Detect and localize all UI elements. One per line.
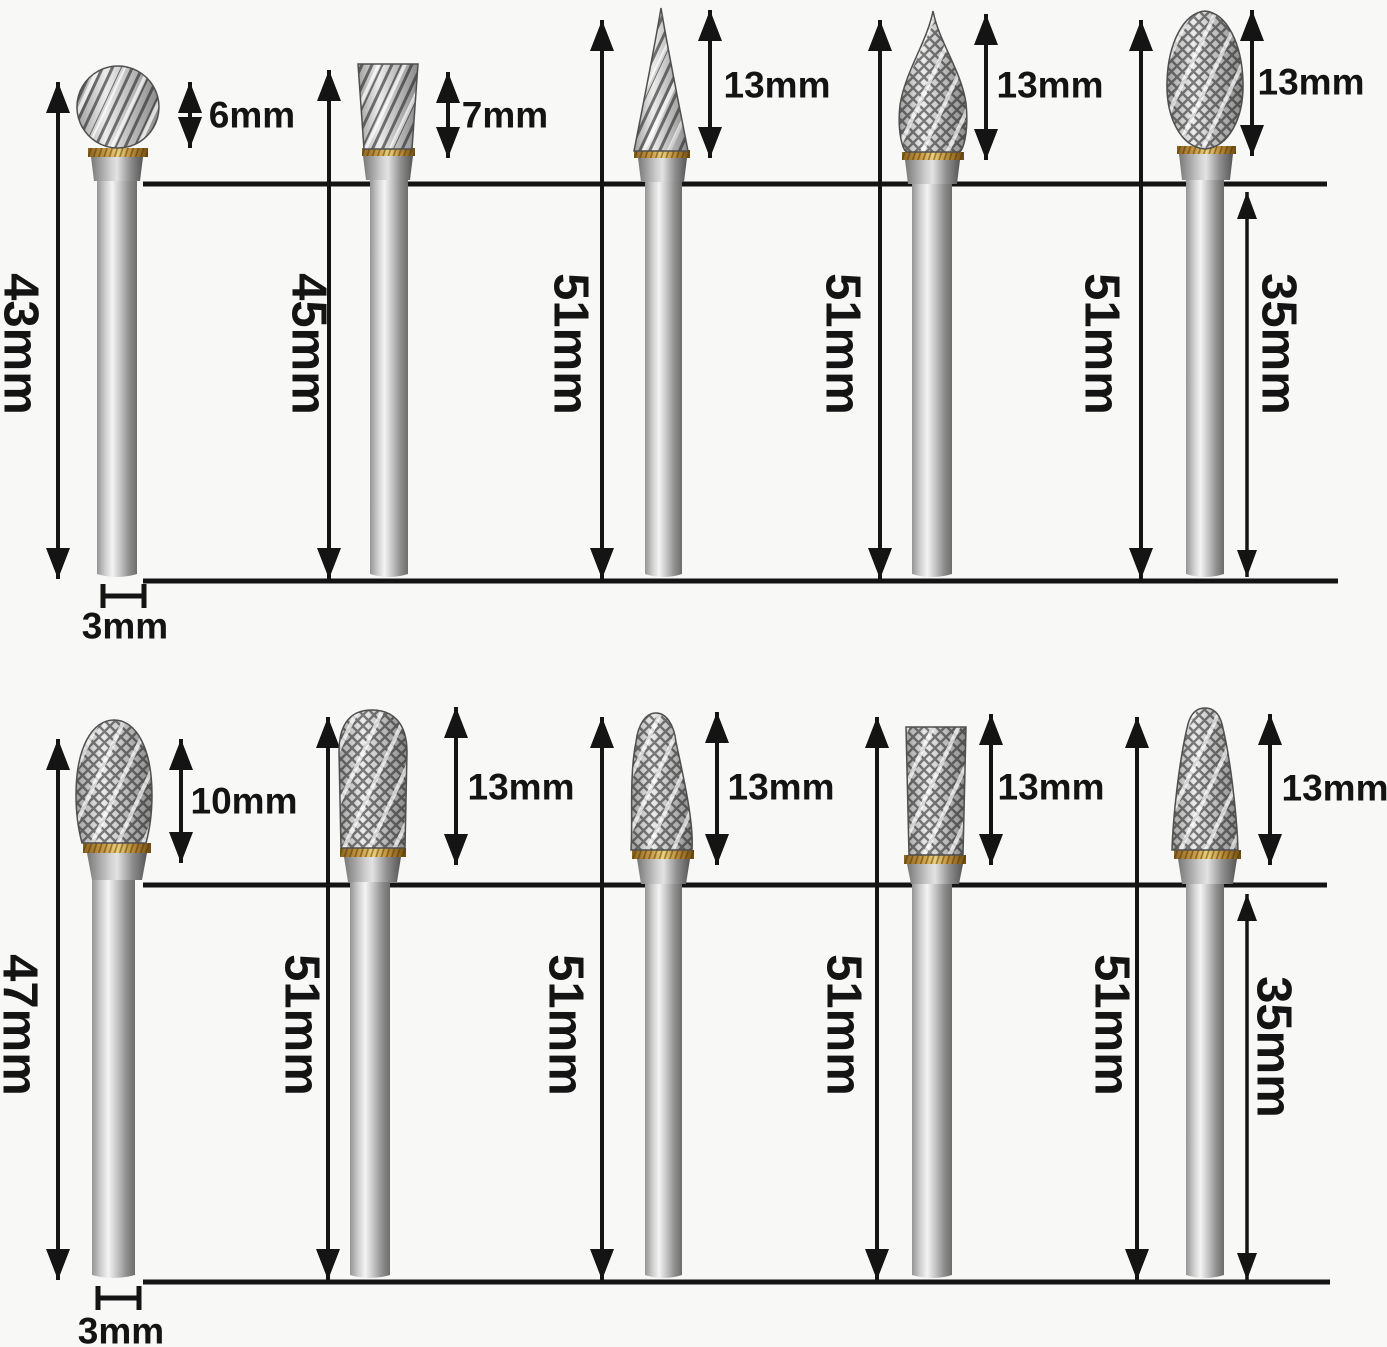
collar — [344, 857, 401, 882]
collar — [1178, 859, 1237, 884]
bit-bottom-2-round-end-cylinder — [338, 709, 408, 1278]
bit-top-1-ball — [76, 65, 160, 577]
collar — [905, 160, 960, 184]
bit-bottom-5-round-nose-taper — [1171, 707, 1241, 1278]
head-shine — [899, 11, 967, 152]
shank — [1186, 882, 1224, 1278]
bit-bottom-4-flat-end-cylinder — [904, 726, 967, 1278]
collar — [87, 853, 147, 880]
gold-band-knurl — [340, 848, 406, 857]
bracket-shank-diameter-top — [100, 584, 147, 608]
head-shine — [339, 710, 407, 848]
head-shine — [906, 727, 966, 855]
collar — [363, 156, 413, 180]
dimension-arrows — [46, 9, 1282, 1310]
bit-bottom-3-round-nose-cone — [630, 712, 694, 1278]
gold-band-knurl — [634, 150, 690, 158]
shank — [92, 875, 135, 1278]
shank — [97, 175, 137, 577]
shank — [645, 882, 682, 1278]
collar — [637, 859, 690, 884]
collar — [638, 158, 687, 182]
gold-band-knurl — [1174, 850, 1241, 859]
gold-band-knurl — [362, 148, 415, 156]
shank — [912, 880, 952, 1278]
shank — [645, 178, 682, 577]
gold-band-knurl — [904, 855, 966, 864]
gold-band-knurl — [88, 148, 148, 157]
shank — [370, 175, 408, 577]
gold-band-knurl — [83, 843, 151, 853]
bit-top-2-inverted-cone — [357, 63, 419, 577]
collar — [907, 864, 963, 884]
bit-top-5-oval-egg — [1166, 10, 1244, 577]
gold-band-knurl — [902, 152, 964, 160]
gold-band-knurl — [1177, 146, 1236, 154]
bracket-shank-diameter-bottom — [95, 1286, 142, 1310]
shank — [350, 880, 390, 1278]
shank — [1186, 176, 1224, 577]
head-shine — [634, 8, 688, 151]
head-shine — [631, 713, 693, 850]
bit-top-3-pointed-cone — [633, 7, 690, 577]
collar — [91, 157, 143, 181]
shank — [912, 178, 952, 577]
head-shine — [358, 64, 418, 149]
collar — [1179, 154, 1233, 180]
bit-bottom-1-round-tree — [75, 719, 153, 1278]
head-shine — [1172, 708, 1238, 850]
bit-top-4-pointed-tree — [898, 10, 968, 577]
gold-band-knurl — [632, 850, 694, 859]
